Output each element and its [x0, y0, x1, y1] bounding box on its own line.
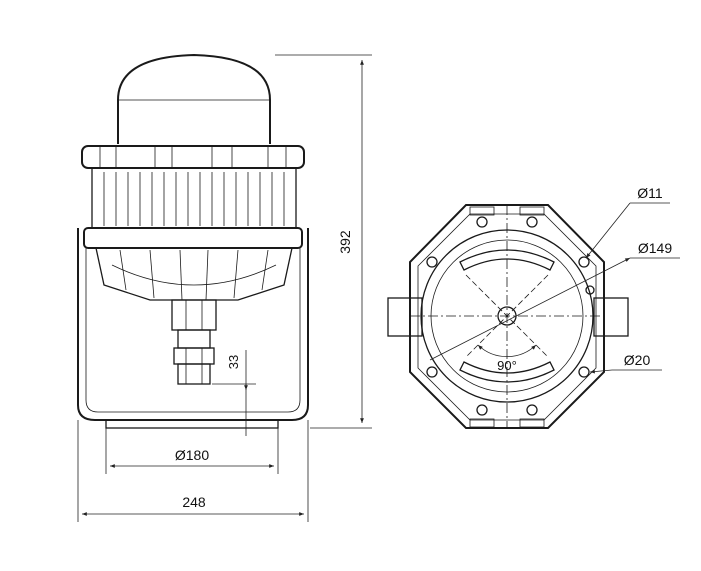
- width-248-label: 248: [182, 494, 206, 510]
- bolt-hole: [526, 216, 538, 228]
- outer-ring: [409, 204, 605, 429]
- dimension-height: 392: [275, 54, 372, 429]
- gland-nut: [173, 347, 215, 365]
- bolt-hole: [578, 256, 590, 268]
- bolt-hole: [526, 404, 538, 416]
- middle-ring: [83, 227, 303, 249]
- callout-dia-149: Ø149: [429, 240, 680, 361]
- callout-dia-20: Ø20: [589, 352, 662, 374]
- slot-top: [459, 249, 555, 271]
- dia-149-label: Ø149: [638, 240, 672, 256]
- bracket-right: [593, 297, 629, 337]
- bracket-left: [387, 297, 423, 337]
- dimension-248: 248: [77, 420, 309, 522]
- bolt-hole: [476, 404, 488, 416]
- side-view: [77, 53, 309, 429]
- cable-gland: [177, 329, 211, 349]
- angle-90-label: 90°: [497, 358, 517, 373]
- bolt-holes: [426, 216, 595, 416]
- mounting-bracket: [77, 228, 309, 421]
- dome-cover: [117, 53, 271, 144]
- slot-bottom: [459, 361, 555, 383]
- top-view: 90°: [387, 204, 629, 429]
- base-plate: [105, 419, 279, 429]
- bolt-hole: [426, 256, 438, 268]
- neck: [171, 299, 217, 331]
- dia-20-label: Ø20: [624, 352, 651, 368]
- heatsink-body: [91, 168, 297, 229]
- lower-housing: [95, 247, 293, 301]
- bolt-hole: [426, 366, 438, 378]
- top-flange: [81, 145, 305, 169]
- dia-11-label: Ø11: [637, 185, 663, 201]
- callout-dia-11: Ø11: [585, 185, 670, 259]
- bolt-hole: [585, 285, 595, 295]
- dia-180-label: Ø180: [175, 447, 209, 463]
- bolt-hole: [476, 216, 488, 228]
- cable-tip: [177, 363, 211, 385]
- height-label: 392: [337, 230, 353, 254]
- len-33-label: 33: [226, 355, 241, 369]
- angle-arc: [477, 344, 537, 358]
- bolt-hole: [578, 366, 590, 378]
- dimension-180: Ø180: [105, 428, 279, 474]
- dimension-33: 33: [212, 350, 256, 436]
